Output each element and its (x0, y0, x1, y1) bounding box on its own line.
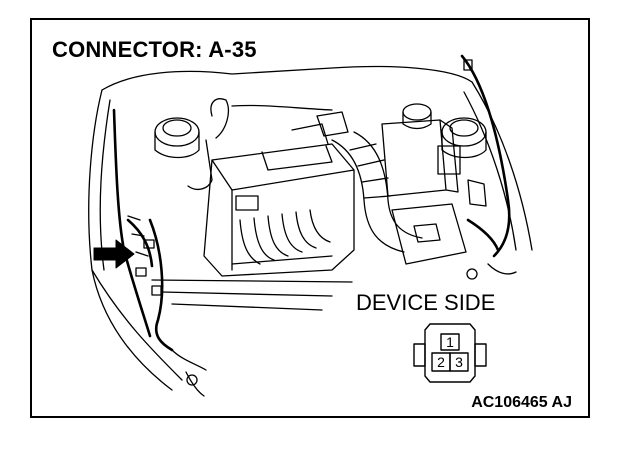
right-strut-tower (441, 117, 487, 159)
fender-outline (88, 65, 533, 391)
harness-connectors (135, 59, 478, 386)
engine-block (203, 111, 355, 277)
intake-manifold (231, 209, 333, 265)
engine-bay-illustration: 1 2 3 (88, 54, 533, 397)
connector-pin-3: 3 (455, 354, 463, 370)
view-label: DEVICE SIDE (354, 290, 498, 316)
diagram-title: CONNECTOR: A-35 (52, 37, 261, 63)
connector-face: 1 2 3 (413, 323, 487, 383)
air-intake-hose (331, 131, 423, 253)
left-strut-tower (154, 117, 200, 159)
top-reservoir (402, 103, 432, 130)
battery-box (381, 119, 461, 197)
front-bumper (91, 269, 353, 381)
connector-pin-2: 2 (437, 354, 445, 370)
diagram-frame: 1 2 3 CONNECTOR: A-35 DEVICE SIDE AC1064… (30, 18, 590, 418)
connector-pin-1: 1 (446, 334, 454, 350)
indicator-arrow (93, 239, 135, 269)
harness-branches (127, 98, 517, 397)
reference-code: AC106465 AJ (469, 394, 574, 412)
air-cleaner-box (391, 203, 467, 265)
